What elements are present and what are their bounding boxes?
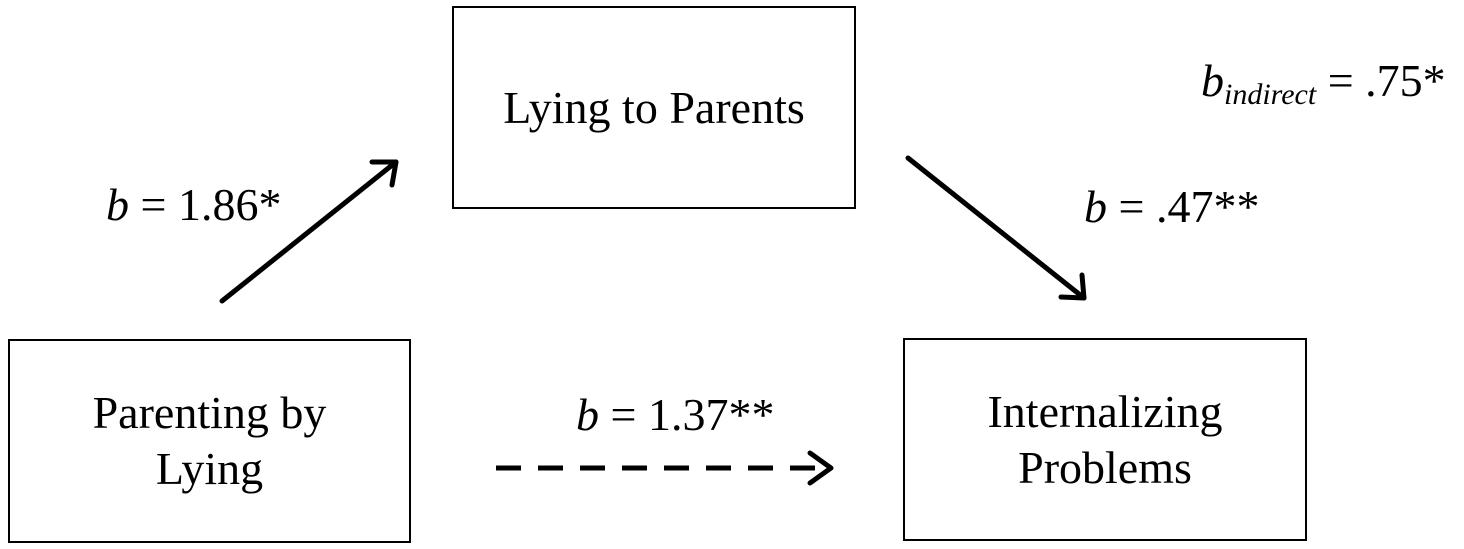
predictor-box: Parenting by Lying [8,339,411,543]
outcome-label-line2: Problems [1018,441,1192,493]
coef-b-equals: = [1107,181,1156,232]
coef-b-label: b = .47** [1084,182,1259,232]
coef-c-symbol: b [576,389,599,440]
coef-b-value: .47** [1155,181,1260,232]
indirect-symbol: b [1201,55,1224,106]
indirect-equals: = [1316,55,1366,106]
coef-a-label: b = 1.86* [106,180,281,230]
coef-a-equals: = [129,179,178,230]
predictor-label-line2: Lying [155,443,264,494]
coef-c-equals: = [599,389,648,440]
coef-c-label: b = 1.37** [576,390,774,440]
predictor-label-line1: Parenting by [92,387,327,438]
outcome-label-line1: Internalizing [987,385,1223,437]
coef-a-value: 1.86* [177,179,282,230]
indirect-effect-label: bindirect = .75* [1201,56,1446,112]
arrow-b [905,155,1087,301]
outcome-box: Internalizing Problems [903,338,1307,541]
arrow-a [219,159,399,304]
coef-c-value: 1.37** [647,389,775,440]
mediator-label: Lying to Parents [503,81,805,133]
mediator-box: Lying to Parents [452,6,856,209]
indirect-subscript: indirect [1224,78,1317,111]
arrow-c-direct [496,450,834,486]
coef-b-symbol: b [1084,181,1107,232]
indirect-value: .75* [1365,55,1446,106]
coef-a-symbol: b [106,179,129,230]
